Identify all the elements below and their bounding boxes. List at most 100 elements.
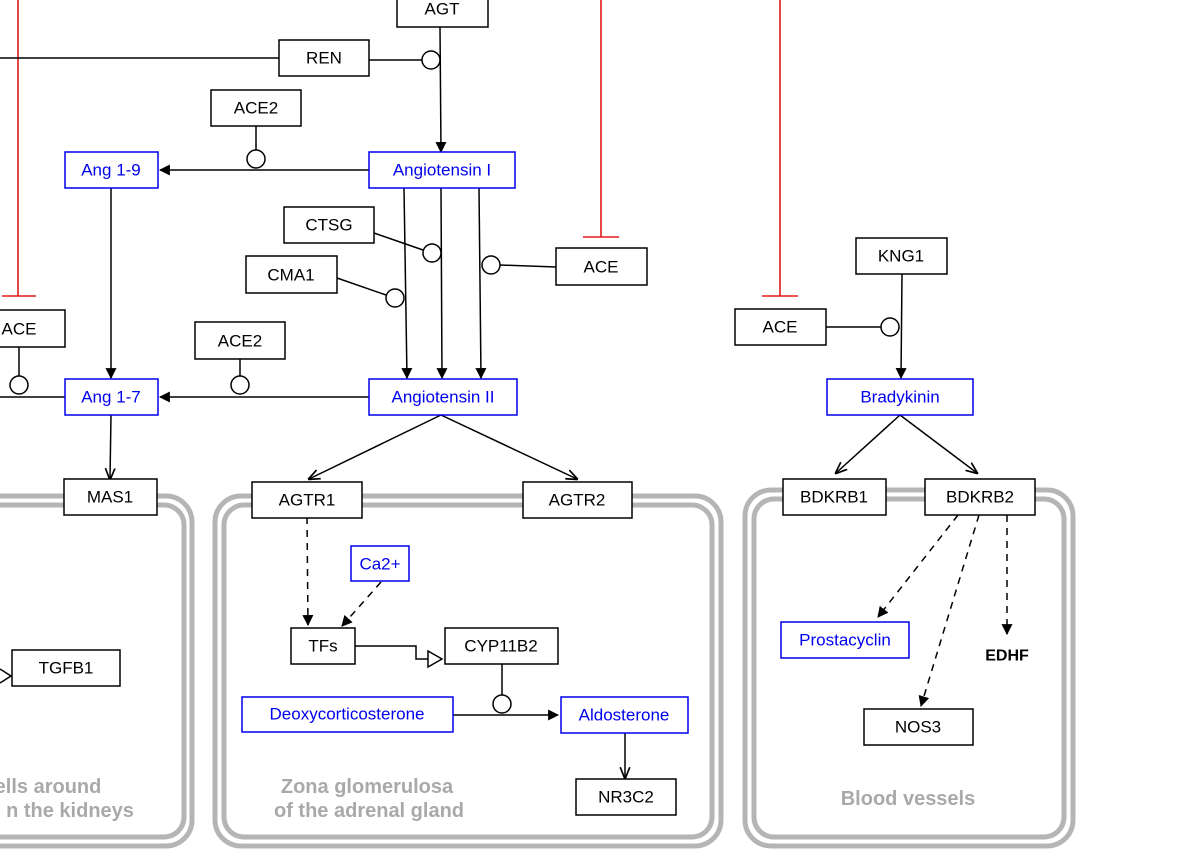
node-prostacyclin: Prostacyclin (799, 631, 891, 650)
node-kng1-box (855, 237, 948, 275)
node-agtr1: AGTR1 (279, 491, 336, 510)
inhibition-line-left (2, 0, 36, 297)
edge-ang1-ang2-b (436, 187, 448, 380)
node-agtr2: AGTR2 (549, 491, 606, 510)
metabolite-nodes (64, 151, 974, 734)
node-tgfb1: TGFB1 (39, 659, 94, 678)
edge-bradykinin-bdkrb2 (899, 414, 977, 473)
node-ace2-bottom: ACE2 (218, 332, 262, 351)
transcription-head (427, 649, 444, 669)
node-ace2-top-box (210, 89, 302, 127)
tgfb1-head (0, 668, 13, 684)
node-ren: REN (306, 49, 342, 68)
node-aldosterone-box (560, 696, 689, 734)
catalysis-ren (421, 50, 441, 70)
node-nr3c2-box (575, 778, 677, 816)
node-ctsg-box (283, 206, 375, 244)
node-edhf: EDHF (985, 648, 1029, 665)
node-ren-box (278, 39, 370, 77)
catalysis-ace-right (880, 317, 900, 337)
node-prostacyclin-box (780, 621, 910, 659)
edge-bradykinin-bdkrb1 (836, 414, 901, 473)
node-ace-left: ACE (2, 320, 37, 339)
catalysis-ctsg (422, 243, 442, 263)
node-cyp11b2-box (444, 627, 559, 665)
edges (0, 26, 1013, 778)
node-ace-mid-box (555, 247, 648, 286)
node-ca2: Ca2+ (359, 555, 400, 574)
edge-kng1-bradykinin (895, 273, 907, 380)
compartment-kidney-label-1: ells around (0, 776, 101, 798)
node-ca2-box (350, 545, 410, 582)
node-mas1: MAS1 (87, 488, 133, 507)
node-ang19-box (64, 151, 159, 189)
node-ang19: Ang 1-9 (81, 161, 141, 180)
node-ace-left-box (0, 309, 66, 348)
node-tfs: TFs (308, 637, 337, 656)
catalysis-ace2-top (246, 149, 266, 169)
node-ang1-box (368, 151, 516, 189)
node-ace2-bottom-box (194, 321, 286, 360)
gene-nodes (0, 0, 1036, 816)
catalysis-ace2-bottom (230, 375, 250, 395)
node-ang17: Ang 1-7 (81, 388, 141, 407)
compartment-adrenal-label-2: of the adrenal gland (274, 800, 464, 822)
catalysis-ace-mid (481, 255, 501, 275)
edge-agtr1-tfs (302, 516, 314, 627)
node-agt-box (396, 0, 489, 28)
node-tgfb1-box (11, 649, 121, 687)
compartment-blood-vessels (742, 487, 1076, 849)
catalysis-cma1 (385, 288, 405, 308)
node-cma1-box (245, 255, 338, 294)
edge-agt-ang1 (435, 26, 447, 154)
compartment-adrenal-label-1: Zona glomerulosa (281, 776, 454, 798)
node-bradykinin-box (826, 378, 974, 416)
catalysis-ace-left (9, 375, 29, 395)
edge-ca2-tfs (341, 581, 382, 627)
node-nos3: NOS3 (895, 718, 941, 737)
node-bdkrb1: BDKRB1 (800, 488, 868, 507)
node-ang2-box (368, 378, 518, 416)
node-doc-box (241, 696, 454, 733)
node-cyp11b2: CYP11B2 (464, 637, 537, 656)
node-agtr1-box (251, 481, 363, 519)
node-aldosterone: Aldosterone (579, 706, 670, 725)
edge-ang1-ang2-c (475, 187, 487, 380)
node-ang17-box (64, 378, 159, 416)
compartment-adrenal (212, 493, 724, 849)
node-bradykinin: Bradykinin (860, 388, 939, 407)
node-bdkrb2-box (924, 478, 1036, 516)
edge-ctsg (373, 232, 424, 251)
edge-ang2-agtr2 (440, 414, 577, 479)
edge-cma1 (336, 277, 387, 296)
node-agt: AGT (425, 0, 460, 19)
node-ctsg: CTSG (305, 216, 352, 235)
node-ace2-top: ACE2 (234, 99, 278, 118)
node-ang2: Angiotensin II (391, 388, 494, 407)
edge-ang1-ang2-a (401, 187, 413, 380)
edge-bdkrb2-nos3 (918, 514, 980, 708)
node-ace-right: ACE (763, 318, 798, 337)
compartment-kidney-label-2: n the kidneys (6, 800, 134, 822)
node-mas1-box (63, 478, 158, 516)
edge-ace-mid (499, 264, 557, 268)
node-agtr2-box (522, 481, 633, 519)
node-doc: Deoxycorticosterone (270, 705, 425, 724)
node-nr3c2: NR3C2 (598, 788, 654, 807)
node-cma1: CMA1 (267, 266, 314, 285)
node-kng1: KNG1 (878, 247, 924, 266)
node-tfs-box (290, 627, 356, 665)
edge-tfs-cyp11b2 (354, 645, 428, 660)
compartment-vessels-label: Blood vessels (841, 788, 976, 810)
node-bdkrb2: BDKRB2 (946, 488, 1014, 507)
inhibition-line-right (762, 0, 798, 297)
edge-ang17-mas1 (110, 414, 111, 479)
inhibition-line-mid (583, 0, 619, 238)
node-ang1: Angiotensin I (393, 161, 491, 180)
node-nos3-box (863, 708, 974, 746)
inhibition-lines (2, 0, 798, 297)
edge-ang2-agtr1 (309, 414, 442, 479)
edge-bdkrb2-prostacyclin (877, 514, 959, 618)
catalysis-cyp11b2 (492, 694, 512, 714)
